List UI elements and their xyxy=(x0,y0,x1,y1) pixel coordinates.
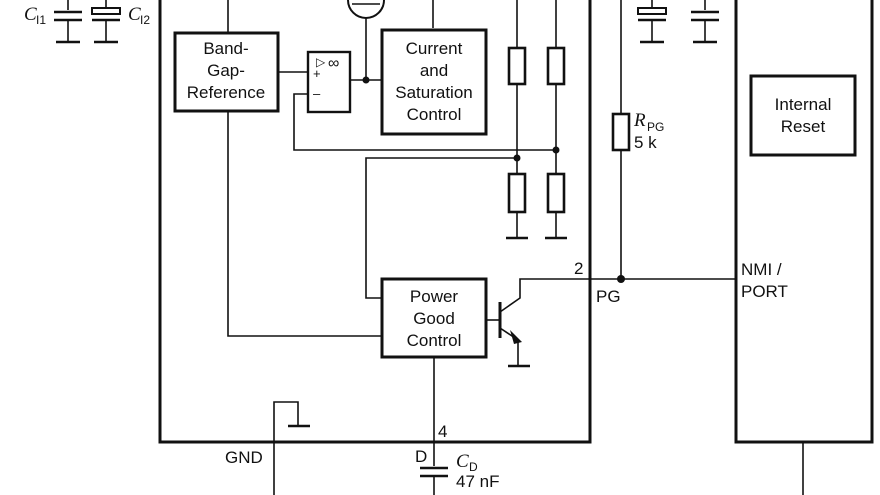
opamp-plus: + xyxy=(313,66,321,81)
pin-d-number: 4 xyxy=(438,422,447,441)
rpg-value: 5 k xyxy=(634,133,657,152)
power-good-control-block xyxy=(380,277,488,359)
opamp-infinity: ∞ xyxy=(328,55,339,72)
ci2-subscript: I2 xyxy=(140,13,150,27)
rpg-subscript: PG xyxy=(647,120,664,134)
ci1-subscript: I1 xyxy=(36,13,46,27)
current-line4: Control xyxy=(407,105,462,124)
bandgap-line1: Band- xyxy=(203,39,248,58)
nmi-label-line2: PORT xyxy=(741,282,788,301)
cd-subscript: D xyxy=(469,460,478,474)
powergood-line2: Good xyxy=(413,309,455,328)
bandgap-line2: Gap- xyxy=(207,61,245,80)
current-line1: Current xyxy=(406,39,463,58)
ic-frame xyxy=(158,0,592,444)
powergood-line3: Control xyxy=(407,331,462,350)
pin-d-name: D xyxy=(415,447,427,466)
gnd-pin xyxy=(273,401,310,495)
current-line2: and xyxy=(420,61,448,80)
internal-reset-block xyxy=(749,74,857,157)
powergood-line1: Power xyxy=(410,287,459,306)
reset-line2: Reset xyxy=(781,117,826,136)
resistor-rpg xyxy=(611,0,631,283)
rpg-symbol: R xyxy=(633,110,646,131)
pin-pg-name: PG xyxy=(596,287,621,306)
ci2-symbol: C xyxy=(128,4,141,25)
bandgap-reference-block xyxy=(173,31,280,113)
capacitor-ci2 xyxy=(91,0,121,44)
opamp-minus: – xyxy=(313,86,321,101)
capacitors-top-right xyxy=(637,0,719,44)
gnd-label: GND xyxy=(225,448,263,467)
current-line3: Saturation xyxy=(395,83,473,102)
opamp-arrow: ▷ xyxy=(316,55,326,69)
delay-capacitor xyxy=(420,357,448,495)
ci1-symbol: C xyxy=(24,4,37,25)
cd-value: 47 nF xyxy=(456,472,499,491)
output-transistor xyxy=(486,278,736,368)
op-amp xyxy=(306,50,352,114)
current-saturation-control-block xyxy=(380,28,488,136)
capacitor-ci1 xyxy=(54,0,82,44)
bandgap-line3: Reference xyxy=(187,83,265,102)
cd-symbol: C xyxy=(456,451,469,472)
mcu-frame xyxy=(734,0,874,444)
divider-resistors-lower xyxy=(506,172,567,240)
pin-pg-number: 2 xyxy=(574,259,583,278)
nmi-label-line1: NMI / xyxy=(741,260,782,279)
pass-transistor xyxy=(347,0,385,80)
reset-line1: Internal xyxy=(775,95,832,114)
